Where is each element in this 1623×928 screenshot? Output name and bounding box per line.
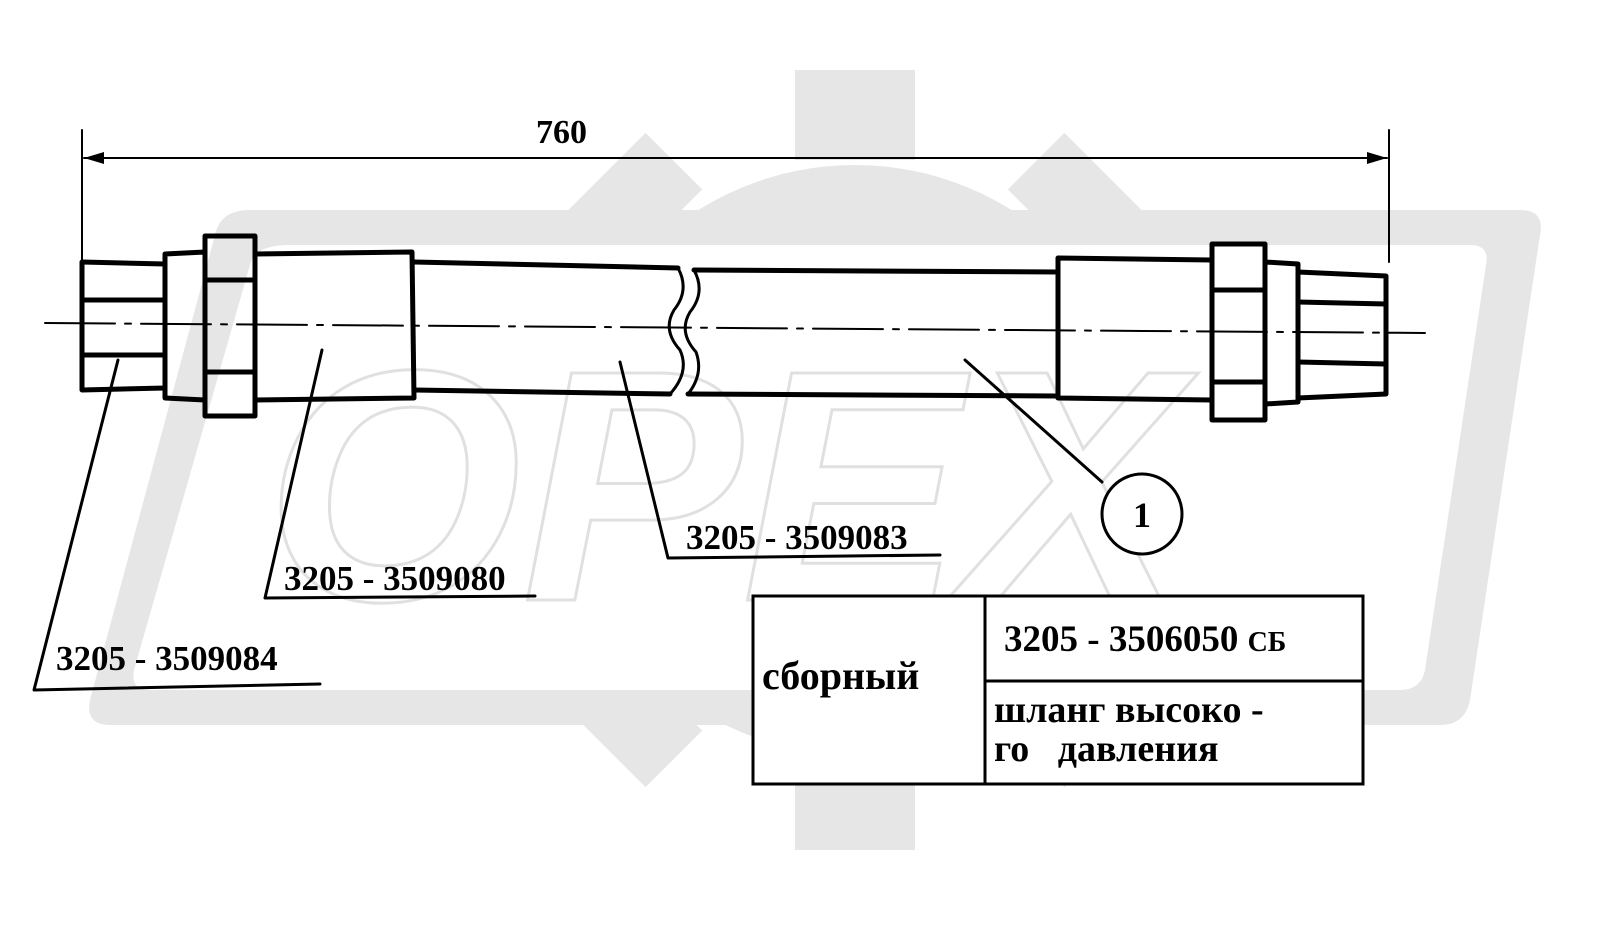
hose-body: [411, 259, 1061, 399]
part-label-3509083: 3205 - 3509083: [686, 518, 908, 557]
part-label-3509084: 3205 - 3509084: [56, 639, 278, 678]
leader-lines: [32, 348, 1104, 692]
watermark-text: ОРЕХ: [265, 301, 1199, 670]
title-block-name-line1: шланг высоко -: [994, 689, 1264, 731]
right-fitting: [1055, 241, 1389, 423]
title-block-frame: [751, 594, 1365, 786]
assembly-number: 3205 - 3506050: [1004, 619, 1239, 660]
callout-number: 1: [1133, 495, 1151, 535]
title-block-name-line2: го давления: [994, 728, 1219, 770]
watermark-logo: ОРЕХ: [89, 70, 1541, 850]
part-label-3509080: 3205 - 3509080: [284, 559, 506, 598]
dimension-value: 760: [536, 114, 587, 151]
left-fitting: [79, 233, 417, 419]
callout-balloon: 1: [1100, 472, 1184, 556]
assembly-suffix: СБ: [1247, 627, 1287, 658]
watermark-plate-inner: [133, 245, 1487, 690]
title-block-assembly: 3205 - 3506050 СБ: [1004, 618, 1286, 661]
dimension-760: 760: [81, 114, 1390, 263]
axis-line: [44, 322, 1426, 334]
title-block-type: сборный: [762, 653, 920, 698]
